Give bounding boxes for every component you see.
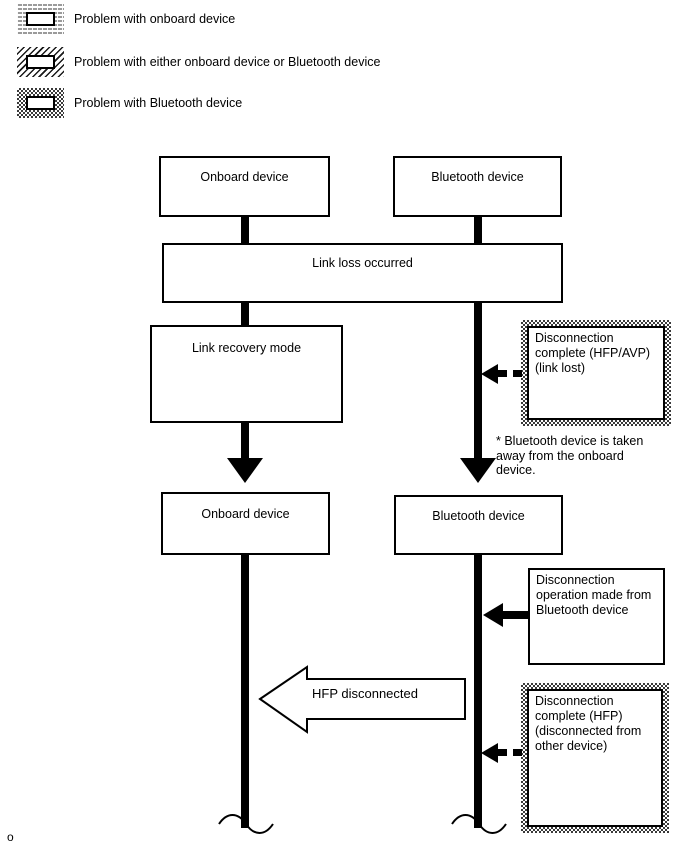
onboard-timeline-segment-3 [241,553,249,828]
flow-box-bluetooth-bottom: Bluetooth device [394,495,563,555]
flow-box-onboard-top: Onboard device [159,156,330,217]
flow-box-onboard-bottom: Onboard device [161,492,330,555]
swatch-box [26,12,55,26]
hfp-disconnected-arrow-icon [258,665,466,734]
legend-item-either: Problem with either onboard device or Bl… [17,47,380,77]
flow-box-disconnect-hfp: Disconnection complete (HFP) (disconnect… [527,689,663,827]
onboard-timeline-segment-1 [241,216,249,245]
flow-box-link-recovery: Link recovery mode [150,325,343,423]
bluetooth-timeline-segment-1 [474,216,482,245]
either-problem-pattern-swatch [17,47,64,77]
bluetooth-timeline-arrow-shaft [474,301,482,461]
bluetooth-problem-pattern-swatch [17,88,64,118]
flow-box-bluetooth-top: Bluetooth device [393,156,562,217]
legend-label-onboard: Problem with onboard device [74,12,236,26]
bluetooth-taken-away-note: * Bluetooth device is taken away from th… [496,434,644,477]
flow-box-link-loss: Link loss occurred [162,243,563,303]
hfp-disconnected-label: HFP disconnected [312,686,418,701]
swatch-box [26,96,55,110]
legend-item-bluetooth: Problem with Bluetooth device [17,88,242,118]
dashed-arrow-line-2 [498,749,522,756]
dotted-frame-hfp-avp: Disconnection complete (HFP/AVP) (link l… [521,320,671,426]
flow-box-disconnect-hfp-avp: Disconnection complete (HFP/AVP) (link l… [527,326,665,420]
legend-label-bluetooth: Problem with Bluetooth device [74,96,243,110]
flow-box-disconnect-operation: Disconnection operation made from Blueto… [528,568,665,665]
onboard-timeline-segment-2 [241,301,249,327]
onboard-down-arrowhead-icon [227,458,263,483]
legend-label-either: Problem with either onboard device or Bl… [74,55,381,69]
bluetooth-timeline-break-icon [451,814,507,834]
dotted-frame-hfp: Disconnection complete (HFP) (disconnect… [521,683,669,833]
onboard-timeline-break-icon [218,814,274,834]
swatch-box [26,55,55,69]
solid-arrow-line [501,611,529,619]
dashed-left-arrowhead-icon [481,364,498,384]
dashed-arrow-line [498,370,522,377]
dashed-left-arrowhead-icon-2 [481,743,498,763]
legend-item-onboard: Problem with onboard device [17,4,235,34]
bluetooth-down-arrowhead-icon [460,458,496,483]
onboard-problem-pattern-swatch [17,4,64,34]
onboard-timeline-arrow-shaft [241,421,249,461]
solid-left-arrowhead-icon [483,603,503,627]
bluetooth-timeline-segment-2 [474,553,482,828]
page-marker: o [7,830,14,844]
